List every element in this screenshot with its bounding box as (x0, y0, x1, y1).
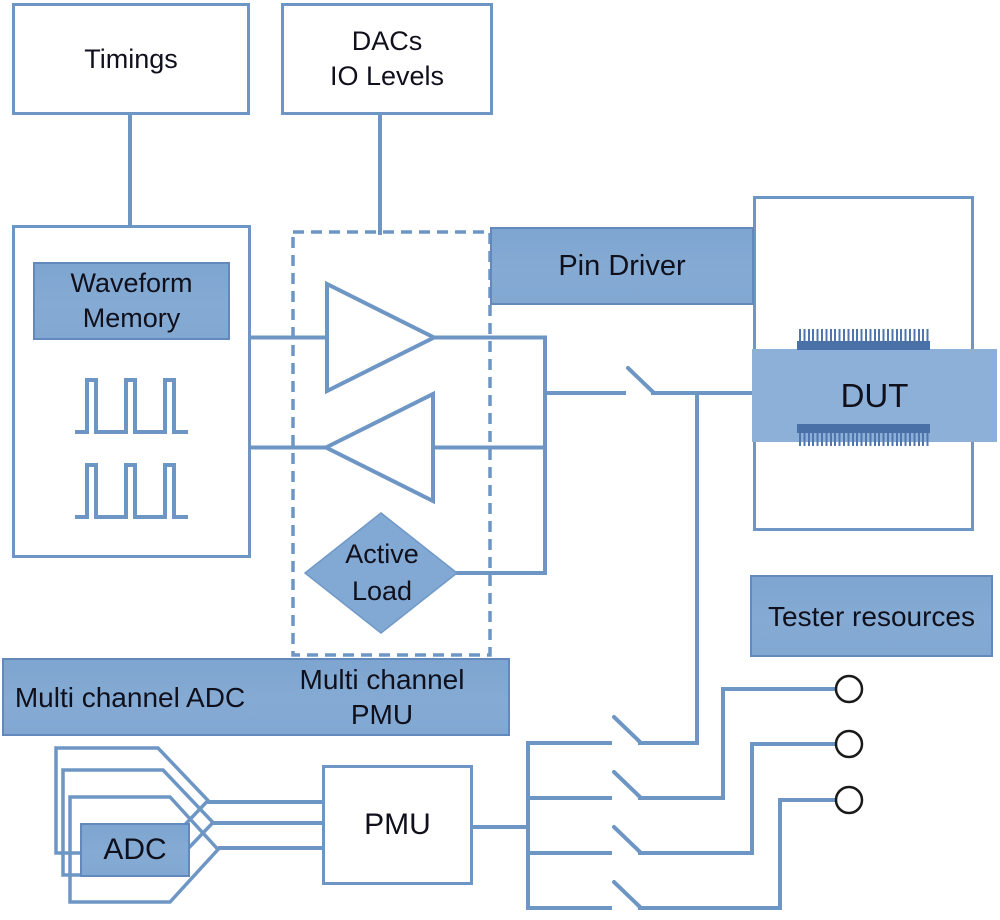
dut-label: DUT (840, 376, 909, 414)
tester-resources-box: Tester resources (750, 575, 993, 657)
dut-switch-icon (626, 366, 655, 394)
switch-blades (612, 366, 655, 909)
switch4-icon (612, 880, 642, 909)
tester-resources-label: Tester resources (768, 600, 975, 632)
multi-channel-pmu-line1: Multi channel (299, 664, 465, 695)
waveform-memory-line1: Waveform (70, 268, 193, 298)
multi-channel-pmu-label-wrap: Multi channel PMU (256, 660, 508, 734)
switch3-icon (612, 825, 642, 854)
switch2-icon (612, 770, 642, 799)
dut-bottom-pins-icon (799, 433, 930, 446)
waveform-memory-box: Waveform Memory (33, 262, 230, 340)
active-load-line2: Load (351, 576, 413, 606)
dacs-label-line1: DACs (351, 26, 423, 56)
switch1-icon (612, 715, 642, 744)
waveform-memory-line2: Memory (82, 303, 181, 333)
dut-label-wrap: DUT (752, 349, 997, 442)
active-load-label-wrap: Active Load (306, 536, 458, 610)
adc-label: ADC (103, 833, 167, 866)
tester-resource-terminals (834, 674, 864, 815)
waveform-pulses-icon (75, 378, 188, 519)
multi-channel-adc-label: Multi channel ADC (14, 681, 246, 713)
dut-top-pins-icon (799, 329, 930, 342)
terminal1-circle (834, 674, 864, 704)
adc-box: ADC (80, 823, 190, 877)
multi-channel-bar: Multi channel ADC Multi channel PMU (2, 658, 510, 736)
timings-label: Timings (84, 43, 178, 74)
pmu-box: PMU (322, 765, 473, 885)
comparator-amplifier-icon (321, 390, 435, 505)
active-load-diamond (303, 512, 459, 634)
terminal2-circle (834, 729, 864, 759)
pmu-label: PMU (364, 808, 431, 841)
dut-top-pin-bar (797, 341, 930, 350)
pin-electronics-dashed-outline (291, 230, 492, 657)
timings-box: Timings (12, 3, 250, 115)
driver-amplifier-icon (325, 280, 439, 395)
multi-channel-pmu-line2: PMU (350, 699, 414, 730)
dacs-label-line2: IO Levels (329, 61, 445, 91)
active-load-line1: Active (345, 539, 419, 569)
connection-lines (128, 115, 838, 910)
terminal3-circle (834, 785, 864, 815)
waveform-memory-outer-box (12, 225, 251, 558)
dut-bottom-pin-bar (797, 424, 930, 433)
pin-driver-box: Pin Driver (490, 227, 754, 305)
multi-channel-adc-label-wrap: Multi channel ADC (4, 660, 256, 734)
pin-driver-label: Pin Driver (558, 249, 686, 282)
dacs-io-levels-box: DACs IO Levels (281, 3, 493, 115)
